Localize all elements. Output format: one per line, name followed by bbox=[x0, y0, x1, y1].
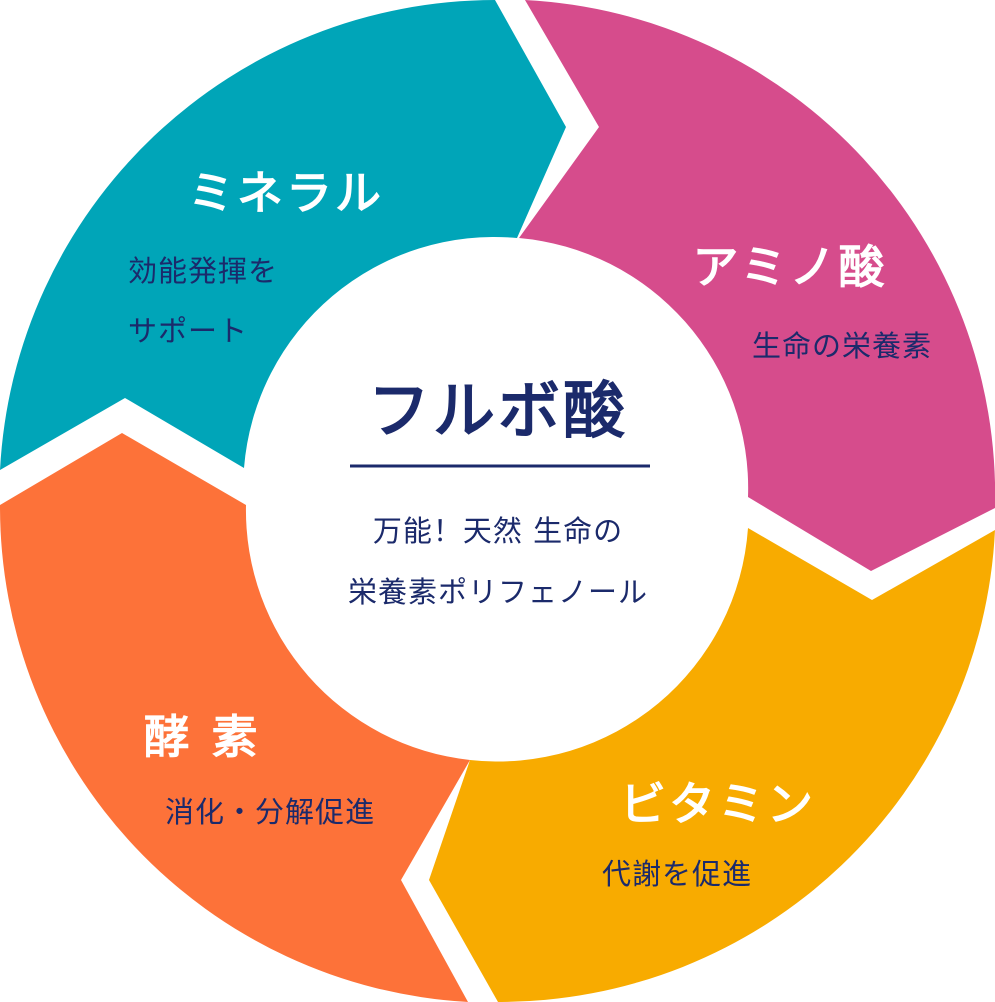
segment-enzyme bbox=[0, 433, 470, 1002]
segment-mineral-title: ミネラル bbox=[188, 166, 384, 220]
center-circle bbox=[247, 256, 747, 756]
segment-enzyme-title: 酵 素 bbox=[143, 710, 260, 764]
segment-amino-title: アミノ酸 bbox=[692, 240, 887, 294]
segment-mineral bbox=[0, 0, 566, 470]
segment-vitamin bbox=[429, 528, 995, 1002]
segment-amino-subtitle: 生命の栄養素 bbox=[752, 329, 932, 363]
center-subtitle-line1: 万能！天然 生命の bbox=[373, 514, 623, 548]
segment-vitamin-title: ビタミン bbox=[620, 777, 816, 831]
center-subtitle-line2: 栄養素ポリフェノール bbox=[348, 575, 648, 609]
segment-mineral-subtitle-1: 効能発揮を bbox=[128, 254, 278, 288]
segment-vitamin-subtitle: 代謝を促進 bbox=[602, 857, 752, 891]
segment-mineral-subtitle-2: サポート bbox=[128, 314, 248, 348]
segment-enzyme-subtitle: 消化・分解促進 bbox=[165, 795, 375, 829]
segment-amino bbox=[519, 0, 995, 571]
center-title: フルボ酸 bbox=[368, 374, 628, 447]
